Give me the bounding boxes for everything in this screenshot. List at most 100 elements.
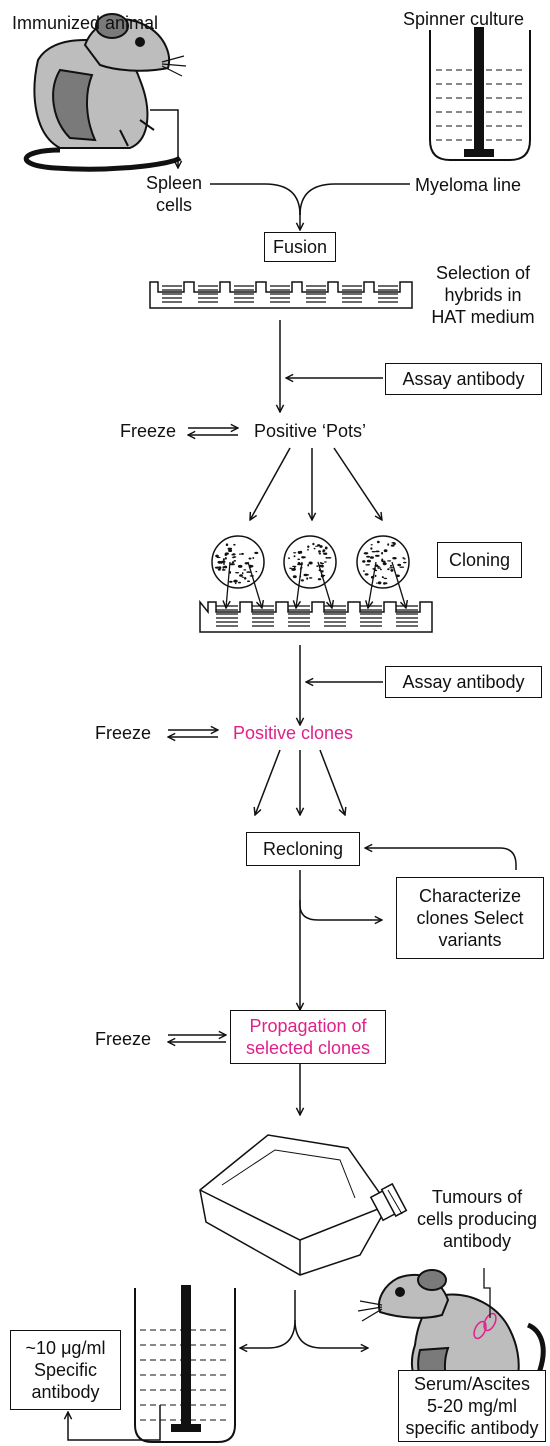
label-freeze: Freeze [95, 1029, 152, 1049]
colony-speckle [375, 550, 380, 553]
colony-speckle [235, 572, 240, 574]
colony-speckle [317, 578, 322, 581]
colony-speckle [297, 563, 302, 566]
spinner-flask-icon [429, 27, 531, 161]
colony-speckle [244, 562, 249, 565]
colony-speckle [309, 577, 313, 579]
colony-speckle [233, 543, 236, 546]
colony-speckle [312, 542, 315, 546]
colony-speckle [389, 567, 394, 569]
label-spinner-culture: Spinner culture [403, 9, 525, 29]
colony-speckle [377, 581, 382, 585]
colony-speckle [375, 554, 380, 557]
colony-speckle [370, 544, 373, 546]
colony-speckle [323, 552, 328, 555]
colony-speckle [319, 545, 323, 548]
colony-speckle [307, 545, 310, 548]
colony-speckle [381, 551, 384, 555]
colony-speckle [313, 547, 316, 550]
colony-speckle [381, 559, 384, 563]
colony-speckle [289, 567, 293, 569]
step-characterize-clones: Characterize clones Select variants [396, 877, 544, 959]
colony-speckle [255, 570, 258, 573]
step-recloning: Recloning [246, 832, 360, 866]
colony-speckle [231, 553, 236, 556]
mouse-icon [23, 13, 187, 172]
colony-speckle [239, 565, 242, 567]
colony-dish-icon [211, 535, 410, 589]
colony-speckle [393, 542, 396, 546]
colony-speckle [307, 563, 310, 567]
colony-speckle [237, 564, 243, 568]
colony-speckle [221, 560, 226, 563]
colony-speckle [324, 546, 328, 550]
label-positive-clones: Positive clones [233, 723, 354, 743]
colony-speckle [403, 561, 407, 564]
colony-speckle [232, 556, 235, 559]
colony-speckle [223, 565, 228, 569]
spinner-flask-icon [134, 1285, 236, 1443]
colony-speckle [231, 561, 235, 564]
colony-speckle [399, 566, 405, 568]
colony-speckle [218, 566, 222, 570]
colony-speckle [316, 565, 319, 567]
colony-speckle [293, 552, 297, 554]
colony-speckle [383, 577, 388, 580]
label-freeze: Freeze [120, 421, 177, 441]
colony-speckle [297, 551, 301, 554]
colony-speckle [221, 569, 226, 571]
colony-speckle [322, 549, 326, 552]
colony-speckle [384, 582, 388, 585]
colony-speckle [365, 564, 370, 566]
colony-speckle [224, 553, 227, 556]
colony-speckle [293, 566, 296, 569]
colony-speckle [252, 557, 255, 559]
colony-speckle [293, 555, 296, 558]
colony-speckle [371, 551, 376, 553]
colony-speckle [233, 560, 237, 562]
colony-speckle [237, 581, 242, 584]
colony-speckle [403, 558, 406, 560]
yield-ascites-box: Serum/Ascites 5-20 mg/ml specific antibo… [398, 1370, 546, 1442]
colony-speckle [297, 558, 301, 561]
colony-speckle [306, 577, 309, 580]
colony-speckle [254, 551, 259, 555]
colony-speckle [362, 570, 365, 572]
colony-speckle [379, 568, 382, 571]
colony-speckle [318, 550, 321, 553]
colony-speckle [376, 582, 378, 584]
label-positive-pots: Positive ‘Pots’ [254, 421, 367, 441]
colony-speckle [233, 579, 238, 583]
colony-speckle [382, 576, 385, 578]
colony-speckle [364, 573, 369, 576]
colony-speckle [387, 543, 390, 546]
colony-speckle [303, 573, 308, 577]
label-tumours: Tumours of cells producing antibody [416, 1187, 538, 1251]
colony-speckle [292, 565, 297, 568]
colony-speckle [319, 562, 322, 564]
colony-speckle [392, 557, 397, 560]
colony-speckle [390, 569, 394, 572]
colony-speckle [300, 579, 304, 582]
colony-speckle [228, 549, 233, 552]
colony-speckle [239, 574, 243, 577]
colony-speckle [214, 566, 220, 569]
colony-speckle [381, 558, 384, 561]
colony-speckle [369, 556, 374, 559]
colony-speckle [222, 566, 225, 569]
colony-speckle [323, 561, 327, 563]
yield-culture-box: ~10 μg/ml Specific antibody [10, 1330, 121, 1410]
colony-speckle [248, 557, 252, 560]
colony-speckle [223, 562, 225, 566]
culture-plate-icon [199, 599, 433, 633]
colony-speckle [241, 572, 244, 575]
step-assay-antibody: Assay antibody [385, 363, 542, 395]
colony-speckle [315, 545, 319, 547]
colony-speckle [247, 580, 250, 582]
colony-speckle [230, 563, 235, 566]
colony-speckle [292, 575, 297, 579]
step-assay-antibody: Assay antibody [385, 666, 542, 698]
colony-speckle [241, 552, 244, 555]
